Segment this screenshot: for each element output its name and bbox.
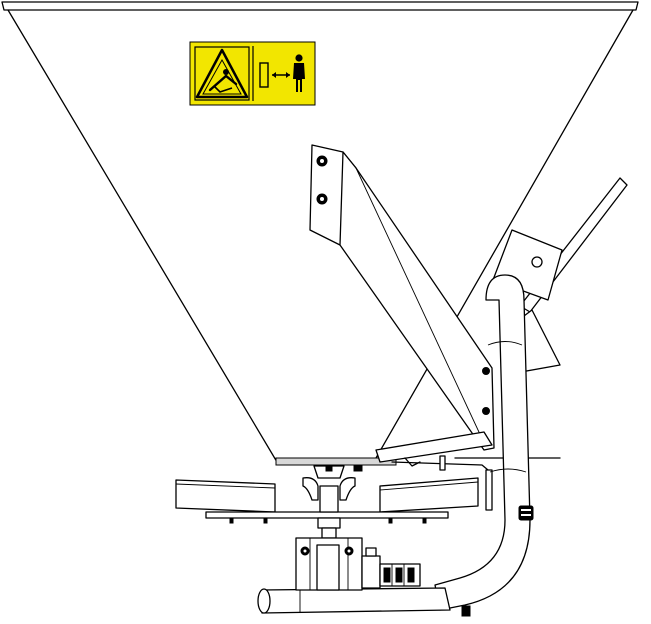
warning-label [189, 41, 316, 106]
frame-tube [434, 274, 534, 611]
agitator-arm [309, 144, 495, 451]
bottom-tube [257, 587, 471, 617]
safe-distance-icon [259, 54, 305, 92]
hopper [1, 1, 639, 466]
pinch-hazard-icon [194, 46, 250, 101]
spinner-disc [175, 465, 479, 524]
gearbox [295, 517, 421, 591]
